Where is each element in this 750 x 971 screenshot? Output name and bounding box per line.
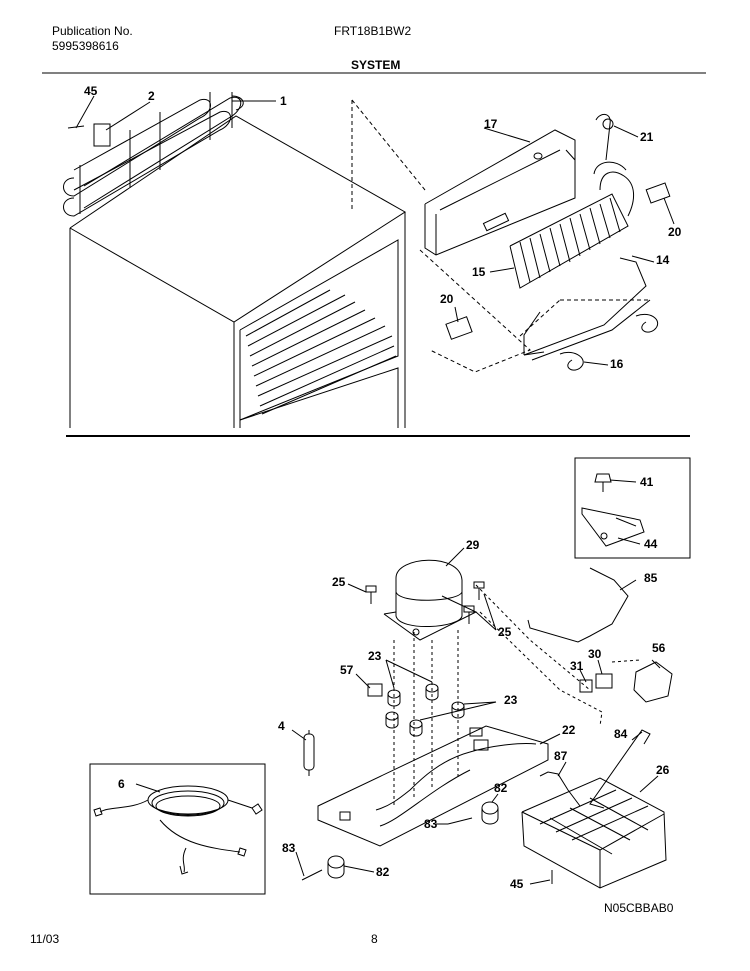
clip-16-a [559,352,584,371]
page-number: 8 [371,932,378,946]
label-23-bottom: 23 [504,693,518,707]
condenser-coil [63,92,244,217]
part-labels: 45 2 1 17 21 20 14 15 20 16 41 44 29 25 … [84,84,682,891]
label-1: 1 [280,94,287,108]
evaporator [509,114,634,289]
relay-30 [595,673,613,689]
bolts-25 [365,581,485,624]
publication-number: 5995398616 [52,39,119,53]
compressor [383,559,478,641]
defrost-heater [523,257,651,361]
label-57: 57 [340,663,354,677]
screw-83-b [301,869,323,881]
label-30: 30 [588,647,602,661]
tube-84 [589,729,651,809]
grommet-82-a [481,801,499,825]
label-82-right: 82 [494,781,508,795]
part-57 [367,683,383,697]
inset-power-cord-box [89,763,266,895]
label-17: 17 [484,117,498,131]
drain-pan [521,777,667,889]
label-22: 22 [562,723,576,737]
label-16: 16 [610,357,624,371]
label-29: 29 [466,538,480,552]
label-87: 87 [554,749,568,763]
label-4: 4 [278,719,285,733]
evaporator-cover [424,129,576,256]
label-15: 15 [472,265,486,279]
diagram-code: N05CBBAB0 [604,901,674,915]
power-cord [93,785,263,875]
label-14: 14 [656,253,670,267]
label-26: 26 [656,763,670,777]
publication-label: Publication No. [52,24,133,38]
label-56: 56 [652,641,666,655]
label-45-top: 45 [84,84,98,98]
footer-date: 11/03 [30,932,60,946]
section-title: SYSTEM [351,58,401,72]
part-21-plug [602,118,614,130]
label-25-left: 25 [332,575,346,589]
label-6: 6 [118,777,125,791]
top-guide-lines [351,99,648,373]
mount-bracket-44 [581,507,645,547]
label-84: 84 [614,727,628,741]
label-23-top: 23 [368,649,382,663]
label-20-right: 20 [668,225,682,239]
clip-16-b [635,314,659,333]
inset-bracket-box [574,457,691,559]
label-83-right: 83 [424,817,438,831]
model-number: FRT18B1BW2 [334,24,412,38]
label-21: 21 [640,130,654,144]
tube-85 [527,567,629,643]
coil-bracket [93,123,111,147]
label-83-left: 83 [282,841,296,855]
leader-lines [75,95,675,885]
screw-83-a [447,817,473,825]
label-41: 41 [640,475,654,489]
screw-41 [594,473,612,492]
overload-31 [579,679,593,693]
label-45-bottom: 45 [510,877,524,891]
pad-20-right [645,182,671,204]
label-2: 2 [148,89,155,103]
grommet-82-b [327,855,345,879]
label-82-left: 82 [376,865,390,879]
label-20-left: 20 [440,292,454,306]
filter-dryer [303,730,315,776]
label-31: 31 [570,659,584,673]
tube-87 [539,771,581,807]
pad-20-left [445,316,473,340]
compressor-guide-lines [393,584,641,806]
label-85: 85 [644,571,658,585]
label-25-right: 25 [498,625,512,639]
label-44: 44 [644,537,658,551]
terminal-cover-56 [633,661,673,703]
refrigerator-cabinet [69,115,406,428]
grommets-23 [385,683,465,737]
compressor-base-plate [317,725,549,847]
